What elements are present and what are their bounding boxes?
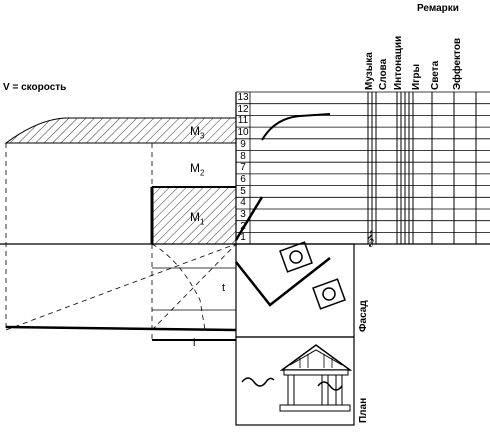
row-number: 4: [240, 197, 246, 209]
column-header: Слова: [378, 58, 389, 90]
facade-box: [235, 241, 355, 338]
facade-label: Фасад: [358, 300, 369, 332]
column-header: Игры: [411, 63, 422, 90]
column-header: Света: [430, 60, 441, 90]
svg-text:𝄞: 𝄞: [366, 231, 374, 247]
row-number: 7: [240, 162, 246, 174]
axis-t-label: t: [222, 282, 226, 294]
remarks-header: Ремарки: [417, 3, 459, 14]
row-number: 8: [240, 150, 246, 162]
m2-label: M2: [190, 161, 205, 178]
column-header: Интонации: [393, 35, 404, 90]
m1-block: [151, 186, 237, 245]
rise-curve: [261, 113, 331, 141]
row-number: 13: [237, 92, 249, 103]
axis-l-label: l: [193, 337, 196, 349]
scale-grid: [236, 91, 490, 245]
speed-diagram: [0, 92, 490, 341]
column-header: Эффектов: [452, 37, 463, 90]
row-number: 1: [240, 232, 246, 244]
plan-label: План: [358, 397, 369, 423]
row-number: 12: [237, 103, 249, 115]
m3-label: M3: [190, 124, 205, 141]
row-number: 2: [240, 220, 246, 232]
columns-grid: 𝄞: [366, 92, 477, 247]
row-number: 11: [237, 115, 249, 127]
plan-box: [235, 336, 355, 426]
row-number: 10: [237, 127, 249, 139]
row-number: 9: [240, 138, 246, 150]
m3-band: [4, 117, 237, 144]
column-header: Музыка: [364, 52, 375, 90]
row-number: 3: [240, 209, 246, 220]
row-number: 6: [240, 173, 246, 185]
m1-label: M1: [190, 210, 205, 227]
rise-line: [234, 196, 264, 241]
row-number: 5: [240, 185, 246, 197]
speed-label: V = скорость: [3, 82, 67, 93]
